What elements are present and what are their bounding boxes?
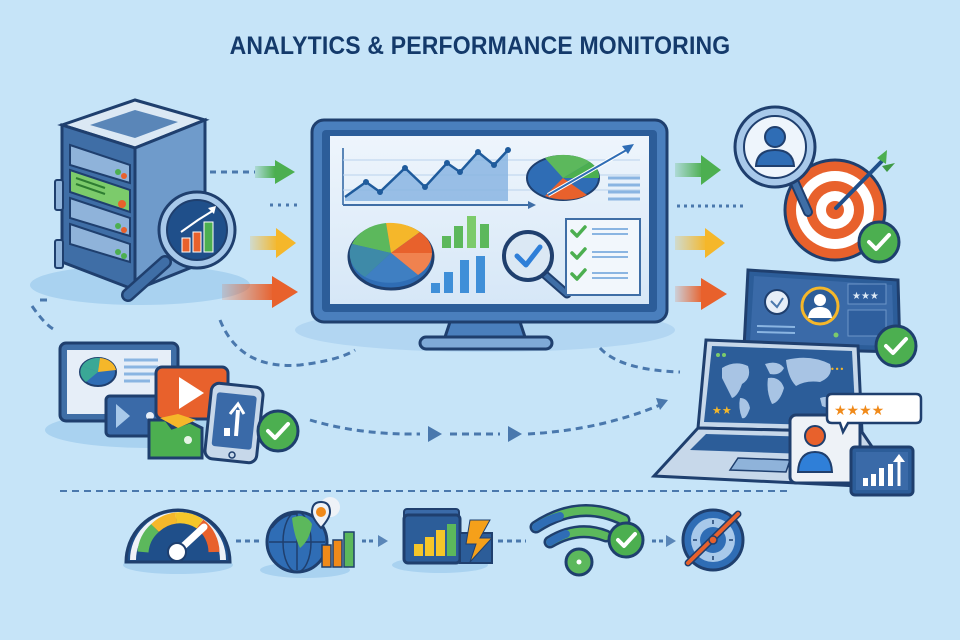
- dashboard-to-output-arrows: [675, 155, 745, 310]
- pie-chart: [347, 222, 435, 291]
- check-badge-icon: [874, 324, 918, 368]
- magnifier-check-icon: [502, 230, 572, 299]
- check-badge-icon: [256, 409, 300, 453]
- rating-stars: ★★★★: [834, 403, 884, 419]
- page-title: ANALYTICS & PERFORMANCE MONITORING: [229, 32, 731, 60]
- blue-bar-chart: [431, 256, 485, 293]
- trend-pie-chart: [526, 144, 640, 201]
- devices-cluster-icon: ★★★ ••• ★★: [650, 268, 923, 497]
- check-badge-icon: [857, 220, 901, 264]
- svg-text:★★★: ★★★: [852, 291, 879, 302]
- profile-dashboard: ★★★: [742, 268, 918, 368]
- speedometer-icon: [123, 508, 233, 574]
- server-with-magnifier-icon: [30, 98, 250, 305]
- server-to-dashboard-arrows: [210, 160, 300, 308]
- wifi-check-icon: [529, 504, 645, 577]
- globe-pin-chart-icon: [260, 497, 355, 578]
- svg-text:★★: ★★: [712, 404, 732, 417]
- folder-lightning-icon: [392, 508, 494, 573]
- flow-dashed-lines: [30, 298, 681, 436]
- green-bar-chart: [442, 216, 489, 248]
- growth-chart-card: [849, 445, 915, 497]
- monitor-dashboard-icon: [295, 118, 675, 352]
- svg-text:•••: •••: [830, 365, 844, 374]
- checklist-icon: [565, 218, 641, 296]
- flow-arrowheads: [428, 398, 668, 442]
- media-devices-icon: [45, 341, 300, 465]
- dial-adjust-icon: [681, 508, 745, 572]
- user-search-target-icon: [733, 105, 901, 264]
